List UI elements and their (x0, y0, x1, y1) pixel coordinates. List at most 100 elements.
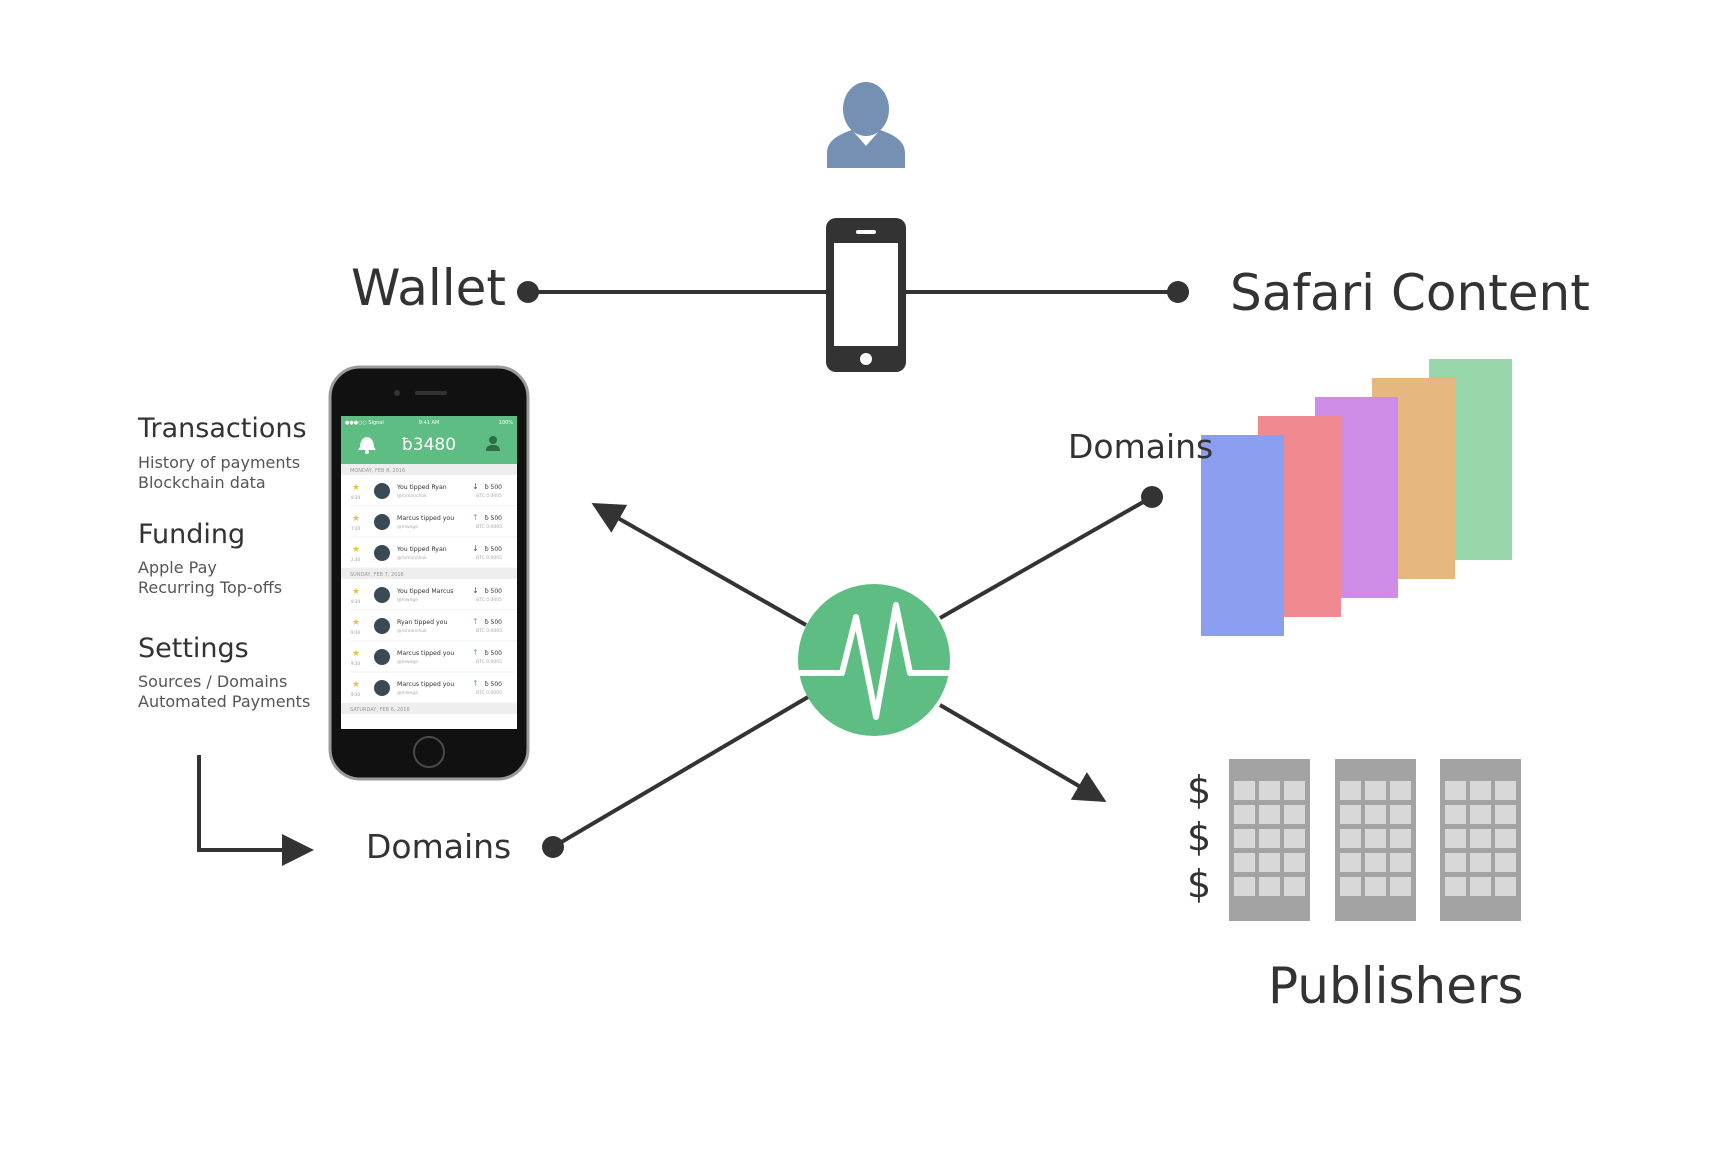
transaction-text: Ryan tipped you (397, 619, 447, 626)
transaction-btc: BTC 0.0005 (476, 659, 502, 665)
building-window (1390, 853, 1411, 872)
transaction-user: @mwege (397, 659, 418, 665)
wallet-arrow (591, 503, 807, 627)
building-window (1390, 781, 1411, 800)
publishers-label: Publishers (1268, 957, 1524, 1015)
avatar (374, 680, 390, 696)
transaction-amount: ƀ 500 (485, 515, 502, 522)
transaction-amount: ƀ 500 (485, 619, 502, 626)
building-window (1284, 877, 1305, 896)
building-window (1340, 829, 1361, 848)
building-icon (1229, 759, 1310, 921)
transaction-text: Marcus tipped you (397, 515, 454, 522)
building-window (1259, 829, 1280, 848)
building-icon (1440, 759, 1521, 921)
transaction-user: @mwege (397, 690, 418, 696)
dollar-sign: $ (1187, 815, 1211, 859)
transaction-amount: ƀ 500 (485, 484, 502, 491)
feature-transactions-title: Transactions (137, 413, 307, 444)
content-pages (1201, 359, 1512, 636)
domains-right-dot (1141, 486, 1163, 508)
safari-content-label: Safari Content (1230, 264, 1590, 322)
domains-right-label: Domains (1068, 427, 1213, 466)
phone-status-left: ●●●○○ Signal (345, 420, 384, 426)
date-header-text: SUNDAY, FEB 7, 2016 (350, 572, 404, 578)
building-icon (1335, 759, 1416, 921)
building-window (1365, 781, 1386, 800)
building-window (1234, 781, 1255, 800)
feature-funding-line: Recurring Top-offs (138, 578, 282, 597)
building-window (1365, 805, 1386, 824)
arrow-up-icon: ↑ (472, 617, 479, 626)
building-window (1470, 781, 1491, 800)
pulse-icon (797, 584, 951, 736)
avatar (374, 545, 390, 561)
dollar-sign: $ (1187, 862, 1211, 906)
transaction-btc: BTC 0.0005 (476, 690, 502, 696)
profile-icon[interactable] (486, 436, 500, 451)
building-window (1445, 853, 1466, 872)
building-window (1234, 877, 1255, 896)
building-window (1495, 877, 1516, 896)
date-header-text: MONDAY, FEB 8, 2016 (350, 468, 405, 474)
transaction-time: 9:30 (351, 495, 360, 500)
transaction-btc: BTC 0.0005 (476, 597, 502, 603)
transaction-amount: ƀ 500 (485, 681, 502, 688)
transaction-user: @romanchuk (397, 555, 427, 561)
building-window (1259, 853, 1280, 872)
feature-settings-title: Settings (138, 633, 249, 664)
date-header (341, 703, 517, 714)
transaction-user: @mwege (397, 597, 418, 603)
star-icon: ★ (352, 545, 360, 555)
transaction-time: 9:30 (351, 692, 360, 697)
user-icon (827, 82, 905, 168)
star-icon: ★ (352, 587, 360, 597)
elbow-arrow (197, 755, 314, 866)
bell-icon[interactable] (358, 437, 376, 454)
transaction-text: Marcus tipped you (397, 681, 454, 688)
building-window (1495, 829, 1516, 848)
transaction-time: 9:30 (351, 630, 360, 635)
avatar (374, 618, 390, 634)
domains-left-label: Domains (366, 827, 511, 866)
avatar (374, 587, 390, 603)
transaction-text: You tipped Ryan (396, 546, 447, 553)
building-window (1365, 853, 1386, 872)
building-window (1340, 877, 1361, 896)
building-window (1284, 853, 1305, 872)
arrow-up-icon: ↑ (472, 679, 479, 688)
phone-status-time: 9:41 AM (419, 420, 440, 426)
arrow-down-icon: ↓ (472, 544, 479, 553)
publishers-arrow (938, 703, 1107, 803)
building-window (1445, 805, 1466, 824)
transaction-user: @mwege (397, 524, 418, 530)
date-header (341, 568, 517, 579)
transaction-time: 9:30 (351, 661, 360, 666)
building-window (1390, 805, 1411, 824)
transaction-btc: BTC 0.0005 (476, 524, 502, 530)
transaction-user: @romanchuk (397, 628, 427, 634)
transaction-amount: ƀ 500 (485, 546, 502, 553)
building-window (1340, 781, 1361, 800)
building-window (1340, 853, 1361, 872)
avatar (374, 649, 390, 665)
building-window (1284, 805, 1305, 824)
smartphone-icon (826, 218, 906, 372)
safari-connector-dot (1167, 281, 1189, 303)
building-window (1234, 805, 1255, 824)
building-window (1340, 805, 1361, 824)
building-window (1470, 877, 1491, 896)
building-window (1390, 877, 1411, 896)
dollar-sign: $ (1187, 768, 1211, 812)
transaction-text: You tipped Ryan (396, 484, 447, 491)
phone-status-battery: 100% (499, 420, 514, 426)
transaction-btc: BTC 0.0005 (476, 628, 502, 634)
domains-left-dot (542, 836, 564, 858)
